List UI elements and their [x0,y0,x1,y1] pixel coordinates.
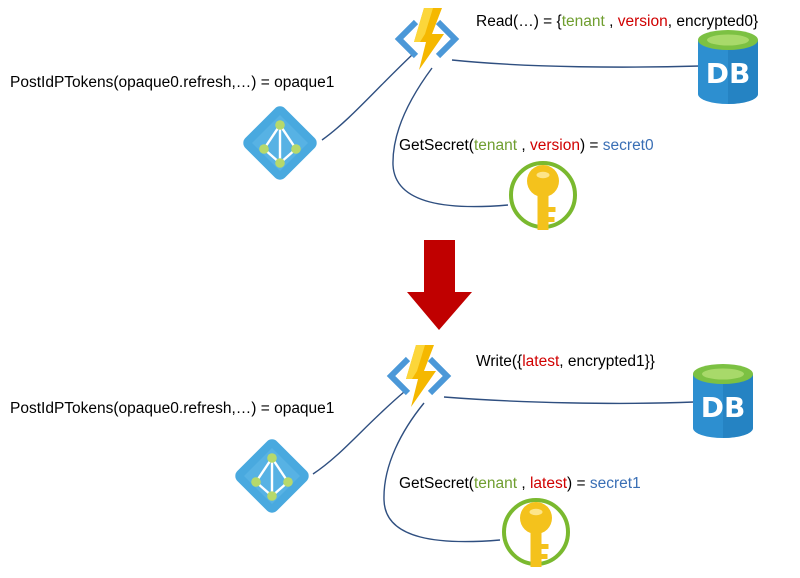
top-section: DB PostIdPTokens(opaque0.refresh,…) = op… [10,8,758,232]
label-segment: tenant [474,137,518,154]
bottom-connector-ad-to-function [312,391,405,475]
top-connector-ad-to-function [321,54,413,141]
bottom-section: DB PostIdPTokens(opaque0.refresh,…) = op… [10,345,753,569]
label-segment: , encrypted0} [668,13,758,30]
bottom-get-secret-label: GetSecret(tenant , latest) = secret1 [399,475,641,492]
top-connector-function-to-db [451,59,701,68]
down-arrow-icon [407,240,472,330]
label-segment: secret0 [603,137,654,154]
bottom-connector-key-to-function [383,402,501,543]
top-active-directory-icon [239,102,321,184]
label-segment: version [618,13,668,30]
label-segment: tenant [474,475,518,492]
label-segment: latest [522,353,560,370]
bottom-active-directory-icon [231,435,313,517]
bottom-db-label: DB [701,391,746,424]
top-connector-key-to-function [392,67,509,208]
label-segment: GetSecret( [399,137,475,154]
label-segment: ) = [567,475,590,492]
top-db-label: DB [706,57,751,90]
label-segment: Write({ [476,353,522,370]
label-segment: latest [530,475,568,492]
label-segment: ) = [580,137,603,154]
bottom-write-call-label: Write({latest, encrypted1}} [476,353,655,370]
label-segment: , [517,475,530,492]
bottom-key-vault-icon [502,498,570,569]
label-segment: , [517,137,530,154]
label-segment: , [605,13,618,30]
label-segment: , encrypted1}} [559,353,655,370]
label-segment: secret1 [590,475,641,492]
top-get-secret-label: GetSecret(tenant , version) = secret0 [399,137,654,154]
top-read-call-label: Read(…) = {tenant , version, encrypted0} [476,13,758,30]
bottom-post-call-label: PostIdPTokens(opaque0.refresh,…) = opaqu… [10,400,334,417]
bottom-function-icon [391,345,447,407]
top-post-call-label: PostIdPTokens(opaque0.refresh,…) = opaqu… [10,74,334,91]
label-segment: version [530,137,580,154]
top-key-vault-icon [509,161,577,232]
bottom-connector-function-to-db [443,396,695,405]
label-segment: GetSecret( [399,475,475,492]
label-segment: tenant [562,13,606,30]
top-function-icon [399,8,455,70]
label-segment: Read(…) = { [476,13,562,30]
